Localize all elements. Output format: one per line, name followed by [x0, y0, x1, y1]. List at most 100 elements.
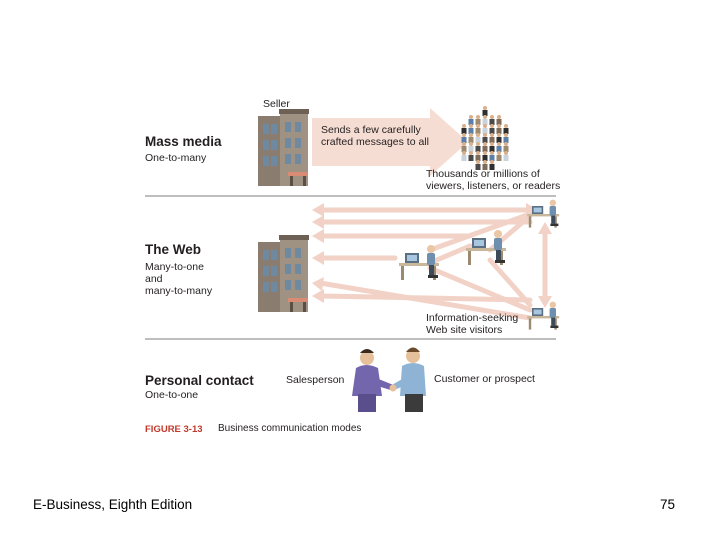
crowd-person-body: [503, 146, 509, 152]
crowd-person-body: [503, 128, 509, 134]
crowd-person-body: [475, 119, 481, 125]
crowd-person-head: [476, 115, 480, 119]
crowd-person-head: [483, 106, 487, 110]
web-arrows: [317, 207, 548, 321]
crowd-person-head: [490, 124, 494, 128]
crowd-person-head: [462, 151, 466, 155]
web-subtitle-line2: and: [145, 273, 163, 285]
crowd-person-head: [497, 115, 501, 119]
mass-media-arrow: [312, 108, 468, 176]
footer-book-title: E-Business, Eighth Edition: [33, 497, 193, 512]
crowd-person-head: [504, 124, 508, 128]
crowd-person-body: [475, 128, 481, 134]
mass-media-title: Mass media: [145, 134, 222, 149]
crowd-person-head: [476, 142, 480, 146]
crowd-person-head: [462, 142, 466, 146]
crowd-person-head: [497, 133, 501, 137]
crowd-person-body: [489, 155, 495, 161]
crowd-person-body: [475, 164, 481, 170]
personal-contact-title: Personal contact: [145, 373, 254, 388]
salesperson-label: Salesperson: [286, 374, 345, 386]
crowd-person-body: [496, 119, 502, 125]
mass-media-subtitle: One-to-many: [145, 152, 207, 164]
crowd-person-body: [489, 137, 495, 143]
crowd-person-head: [462, 124, 466, 128]
crowd-person-body: [475, 155, 481, 161]
web-visitors-line2: Web site visitors: [426, 324, 503, 336]
crowd-person-head: [469, 115, 473, 119]
crowd-person-body: [482, 146, 488, 152]
crowd-person-body: [482, 155, 488, 161]
crowd-person-body: [496, 155, 502, 161]
crowd-person-body: [503, 137, 509, 143]
crowd-person-head: [469, 133, 473, 137]
crowd-person-head: [469, 142, 473, 146]
crowd-person-body: [482, 164, 488, 170]
crowd-person-body: [468, 119, 474, 125]
computer-user-icon: [399, 245, 439, 280]
personal-contact-subtitle: One-to-one: [145, 389, 199, 401]
building-icon: [258, 235, 309, 312]
mass-media-message-line2: crafted messages to all: [321, 136, 429, 148]
crowd-person-head: [462, 133, 466, 137]
crowd-person-head: [497, 151, 501, 155]
crowd-person-body: [468, 128, 474, 134]
crowd-icon: [461, 106, 509, 170]
footer-page-number: 75: [660, 497, 676, 512]
crowd-person-head: [490, 142, 494, 146]
web-title: The Web: [145, 242, 202, 257]
crowd-person-head: [483, 115, 487, 119]
crowd-person-head: [483, 133, 487, 137]
crowd-person-body: [489, 119, 495, 125]
seller-label: Seller: [263, 98, 290, 110]
crowd-person-head: [504, 133, 508, 137]
crowd-person-body: [482, 137, 488, 143]
crowd-person-head: [476, 160, 480, 164]
crowd-person-head: [483, 151, 487, 155]
crowd-person-head: [497, 124, 501, 128]
crowd-person-body: [496, 137, 502, 143]
crowd-person-body: [496, 128, 502, 134]
crowd-person-body: [482, 110, 488, 116]
crowd-person-body: [489, 164, 495, 170]
crowd-person-head: [490, 133, 494, 137]
crowd-person-body: [468, 146, 474, 152]
crowd-person-head: [497, 142, 501, 146]
crowd-person-body: [461, 146, 467, 152]
handshake-icon: [352, 347, 426, 412]
crowd-person-head: [490, 160, 494, 164]
crowd-person-body: [468, 155, 474, 161]
crowd-person-head: [483, 124, 487, 128]
crowd-person-head: [504, 142, 508, 146]
audience-label-line2: viewers, listeners, or readers: [426, 180, 561, 192]
crowd-person-body: [489, 128, 495, 134]
figure-caption: Business communication modes: [218, 423, 362, 434]
crowd-person-body: [475, 146, 481, 152]
crowd-person-head: [476, 133, 480, 137]
crowd-person-body: [482, 119, 488, 125]
audience-label-line1: Thousands or millions of: [426, 168, 540, 180]
customer-label: Customer or prospect: [434, 373, 535, 385]
web-subtitle-line3: many-to-many: [145, 285, 213, 297]
crowd-person-body: [496, 146, 502, 152]
crowd-person-body: [461, 155, 467, 161]
crowd-person-head: [504, 151, 508, 155]
crowd-person-body: [482, 128, 488, 134]
crowd-person-head: [490, 115, 494, 119]
crowd-person-body: [461, 137, 467, 143]
building-icon: [258, 109, 309, 186]
crowd-person-body: [468, 137, 474, 143]
web-subtitle-line1: Many-to-one: [145, 261, 204, 273]
figure-number: FIGURE 3-13: [145, 424, 203, 435]
crowd-person-head: [469, 151, 473, 155]
crowd-person-head: [476, 124, 480, 128]
web-arrowheads: [312, 203, 552, 308]
crowd-person-head: [476, 151, 480, 155]
crowd-person-body: [475, 137, 481, 143]
crowd-person-head: [469, 124, 473, 128]
mass-media-message-line1: Sends a few carefully: [321, 124, 421, 136]
crowd-person-body: [461, 128, 467, 134]
crowd-person-head: [490, 151, 494, 155]
crowd-person-body: [503, 155, 509, 161]
